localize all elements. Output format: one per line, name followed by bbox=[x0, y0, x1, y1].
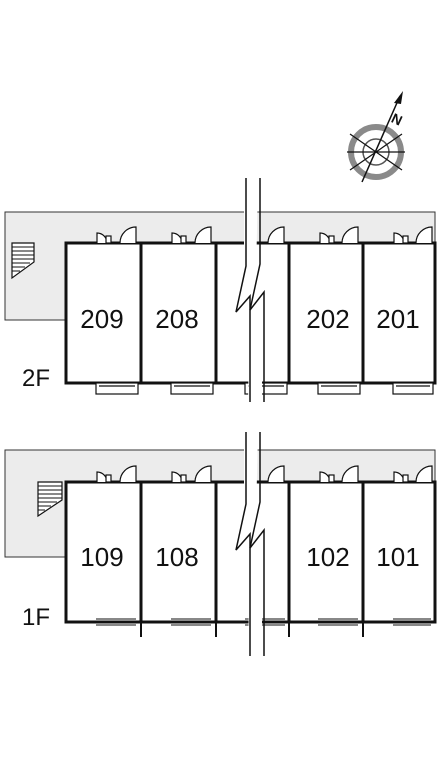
balconies bbox=[95, 382, 434, 395]
windows bbox=[96, 618, 431, 626]
break-line bbox=[234, 432, 274, 656]
floor-1f: 109 108 102 101 1F bbox=[4, 432, 437, 656]
room-label: 202 bbox=[306, 304, 349, 334]
floor-2f: 209 208 202 201 2F bbox=[4, 178, 437, 402]
doors bbox=[96, 465, 433, 483]
stairs-icon bbox=[11, 242, 35, 280]
floor-label: 1F bbox=[22, 604, 50, 631]
room-label: 101 bbox=[376, 542, 419, 572]
room-label: 102 bbox=[306, 542, 349, 572]
unit-109 bbox=[64, 480, 143, 624]
stairs-icon bbox=[37, 481, 63, 518]
north-compass-icon: N bbox=[347, 91, 405, 183]
room-label: 201 bbox=[376, 304, 419, 334]
room-label: 108 bbox=[155, 542, 198, 572]
room-label: 208 bbox=[155, 304, 198, 334]
north-label: N bbox=[389, 110, 405, 129]
doors bbox=[96, 226, 433, 244]
unit-101 bbox=[361, 480, 437, 624]
break-line bbox=[234, 178, 274, 402]
room-label: 209 bbox=[80, 304, 123, 334]
floor-label: 2F bbox=[22, 365, 50, 392]
partition-stubs bbox=[140, 622, 364, 637]
room-label: 109 bbox=[80, 542, 123, 572]
